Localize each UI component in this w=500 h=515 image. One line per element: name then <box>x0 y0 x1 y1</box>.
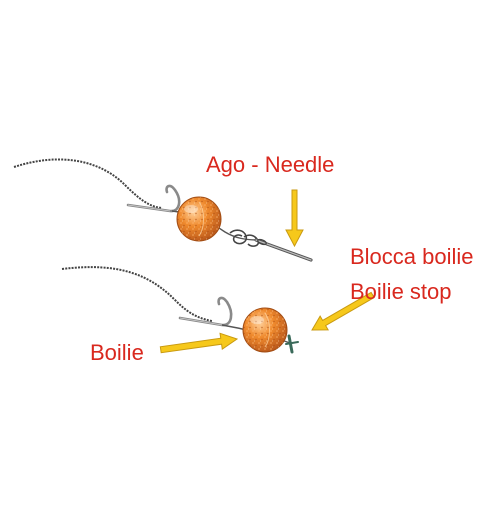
hook-icon <box>126 184 181 213</box>
arrow-icon <box>159 332 239 354</box>
needle-icon <box>254 238 313 262</box>
bottom-rig <box>61 266 299 354</box>
arrow-icon <box>285 189 304 248</box>
top-hooklink-line <box>13 158 163 209</box>
boilie-bait-icon <box>176 196 222 242</box>
boilie-stop-label-english: Boilie stop <box>350 279 452 304</box>
boilie-label: Boilie <box>90 340 144 365</box>
boilie-stop-label-italian: Blocca boilie <box>350 244 474 269</box>
top-rig <box>13 158 313 262</box>
boilie-stop-icon <box>285 334 299 354</box>
hook-icon <box>178 296 233 327</box>
boilie-bait-icon <box>242 307 288 353</box>
top-knot <box>229 229 260 247</box>
bottom-hooklink-line <box>61 266 213 322</box>
needle-label: Ago - Needle <box>206 152 335 177</box>
arrow-icon <box>311 291 375 331</box>
